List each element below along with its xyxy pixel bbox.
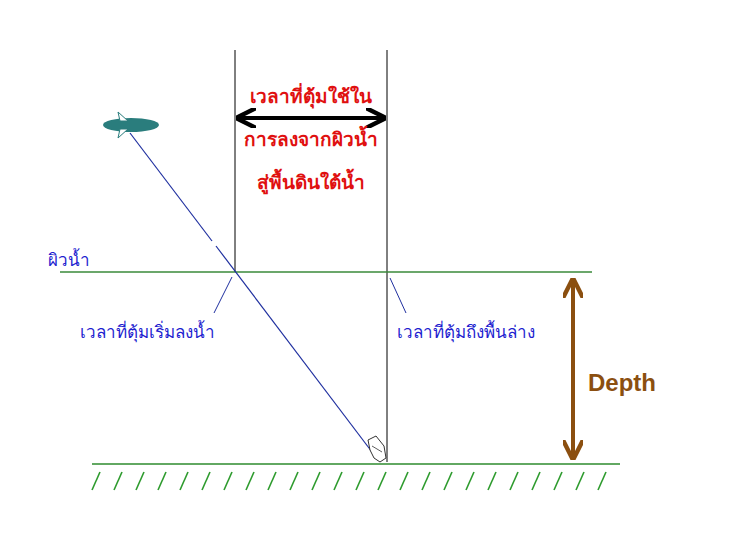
- hatch-stroke: [246, 472, 254, 490]
- hatch-stroke: [202, 472, 210, 490]
- bottom-time-label: เวลาที่ตุ้มถึงพื้นล่าง: [397, 318, 535, 345]
- guide-line: [235, 50, 236, 272]
- aircraft: [103, 112, 159, 138]
- water-surface: [60, 271, 592, 273]
- time-arrow: [238, 116, 384, 120]
- hatch-stroke: [576, 472, 584, 490]
- surface-label: ผิวน้ำ: [48, 246, 90, 273]
- hatch-stroke: [422, 472, 430, 490]
- hatch-stroke: [488, 472, 496, 490]
- hatch-stroke: [290, 472, 298, 490]
- hatch-stroke: [158, 472, 166, 490]
- hatch-stroke: [532, 472, 540, 490]
- hatch-stroke: [378, 472, 386, 490]
- hatch-stroke: [334, 472, 342, 490]
- depth-label: Depth: [588, 369, 656, 397]
- ground-line: [92, 463, 620, 465]
- hatch-stroke: [400, 472, 408, 490]
- entry-time-label: เวลาที่ตุ้มเริ่มลงน้ำ: [80, 318, 215, 345]
- hatch-stroke: [312, 472, 320, 490]
- caption-line: การลงจากผิวน้ำ: [244, 128, 378, 150]
- fall-path: [130, 133, 212, 241]
- hatch-stroke: [268, 472, 276, 490]
- hatch-stroke: [554, 472, 562, 490]
- depth-arrow: [571, 280, 575, 458]
- hatch-stroke: [444, 472, 452, 490]
- fall-path: [216, 246, 372, 452]
- hatch-stroke: [180, 472, 188, 490]
- guide-line: [387, 50, 388, 462]
- ground-hatch: [92, 472, 606, 490]
- caption-line: เวลาที่ตุ้มใช้ใน: [250, 85, 372, 107]
- hatch-stroke: [92, 472, 100, 490]
- leader-line: [214, 277, 232, 313]
- caption-line: สู่พื้นดินใต้น้ำ: [257, 171, 365, 193]
- hatch-stroke: [466, 472, 474, 490]
- hatch-stroke: [224, 472, 232, 490]
- weight: [368, 436, 386, 462]
- hatch-stroke: [114, 472, 122, 490]
- hatch-stroke: [136, 472, 144, 490]
- hatch-stroke: [510, 472, 518, 490]
- hatch-stroke: [356, 472, 364, 490]
- leader-line: [390, 278, 406, 313]
- span-caption: เวลาที่ตุ้มใช้ใน การลงจากผิวน้ำ สู่พื้นด…: [243, 75, 379, 204]
- hatch-stroke: [598, 472, 606, 490]
